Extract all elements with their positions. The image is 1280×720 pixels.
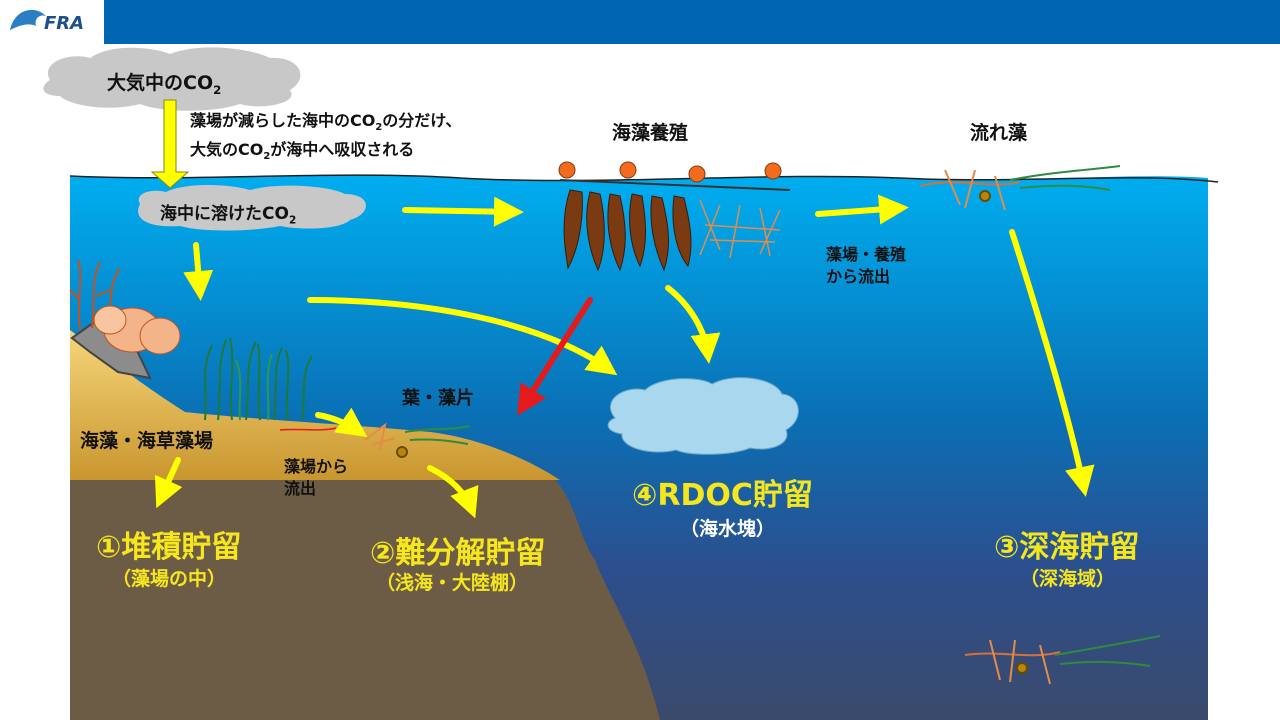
arrow-beds-to-fragments bbox=[315, 407, 368, 438]
seaweed-fragments-icon bbox=[279, 422, 471, 458]
storage-shelf-title: ②難分解貯留 bbox=[370, 536, 546, 571]
deep-sea-fragments-icon bbox=[964, 635, 1161, 685]
storage-rdoc-title: ④RDOC貯留 bbox=[632, 478, 813, 513]
storage-deep-title: ③深海貯留 bbox=[994, 530, 1140, 565]
storage-sediment-note: （藻場の中） bbox=[112, 568, 227, 590]
arrow-to-sediment bbox=[154, 457, 183, 509]
dissolved-co2-cloud bbox=[138, 185, 366, 231]
logo-text: FRA bbox=[44, 13, 85, 34]
arrow-to-rdoc bbox=[307, 297, 618, 376]
sediment-layer bbox=[70, 480, 660, 720]
arrow-farm-to-shelf bbox=[517, 297, 593, 416]
storage-rdoc-note: （海水塊） bbox=[680, 518, 776, 540]
arrow-to-seaweed-beds bbox=[183, 242, 214, 301]
atmosphere-co2-label: 大気中のCO2 bbox=[107, 72, 222, 97]
dissolved-co2-label: 海中に溶けたCO2 bbox=[160, 204, 297, 227]
sandy-shore bbox=[70, 330, 560, 480]
leaf-fragments-label: 葉・藻片 bbox=[402, 388, 474, 409]
absorption-note: 藻場が減らした海中のCO2の分だけ、 大気のCO2が海中へ吸収される bbox=[190, 111, 462, 163]
atmosphere-cloud bbox=[43, 47, 301, 111]
storage-sediment-title: ①堆積貯留 bbox=[96, 530, 242, 565]
arrow-to-shelf-storage bbox=[427, 465, 479, 519]
drift-seaweed-label: 流れ藻 bbox=[970, 122, 1028, 144]
seaweed-beds-label: 海藻・海草藻場 bbox=[80, 430, 214, 452]
kelp-clump-icon bbox=[93, 305, 181, 355]
aquaculture-label: 海藻養殖 bbox=[612, 122, 689, 144]
aquaculture-farm-icon bbox=[558, 161, 791, 272]
arrow-to-deep-sea bbox=[1009, 229, 1095, 497]
seagrass-meadow-icon bbox=[204, 337, 313, 421]
outflow-farms-label: 藻場・養殖 から流出 bbox=[826, 245, 907, 286]
arrow-to-drift bbox=[815, 194, 909, 225]
fish-logo-icon bbox=[10, 9, 46, 30]
arrow-farm-to-rdoc bbox=[665, 285, 721, 364]
header-bar bbox=[0, 0, 1280, 44]
outflow-beds-label: 藻場から 流出 bbox=[284, 457, 349, 498]
drift-seaweed-icon bbox=[919, 165, 1121, 211]
storage-shelf-note: （浅海・大陸棚） bbox=[376, 572, 529, 594]
absorption-arrow bbox=[150, 99, 190, 189]
storage-deep-note: （深海域） bbox=[1020, 568, 1116, 590]
arrow-to-aquaculture bbox=[402, 196, 524, 227]
rdoc-water-mass-cloud bbox=[607, 377, 799, 455]
sea-surface-line bbox=[69, 174, 1219, 183]
